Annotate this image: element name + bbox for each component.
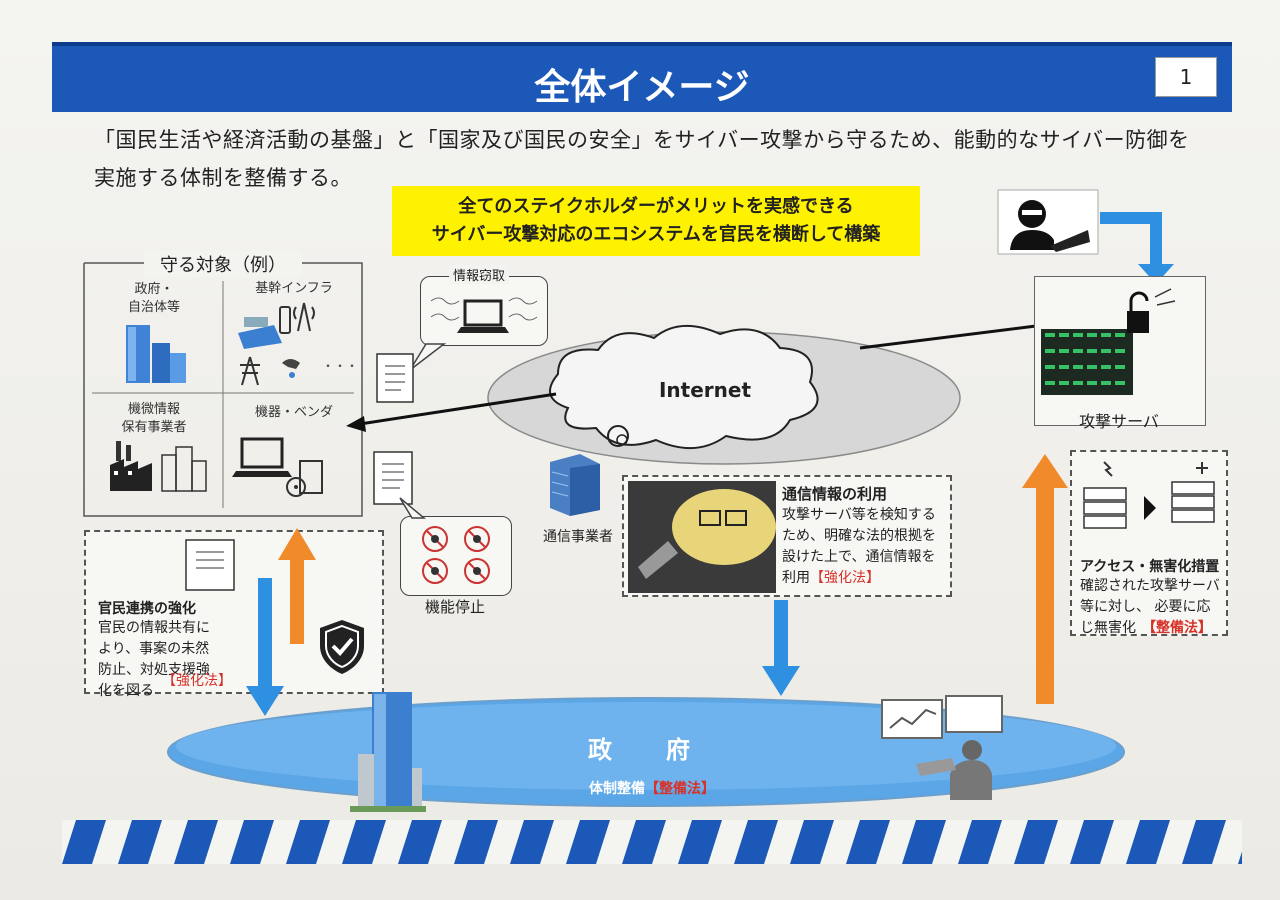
neutralize-title: アクセス・無害化措置: [1080, 559, 1220, 575]
cooperation-box: 官民連携の強化 官民の情報共有に より、事案の未然 防止、対処支援強 化を図る …: [84, 530, 384, 699]
target-devices-label: 機器・ベンダ: [254, 405, 333, 420]
internet-label: Internet: [658, 378, 752, 402]
shutdown-callout-tail: [399, 497, 427, 519]
page-title: 全体イメージ: [534, 67, 750, 108]
hacker-to-server-arrow: [1100, 212, 1174, 284]
carrier-label: 通信事業者: [543, 529, 613, 545]
target-gov-label: 政府・ 自治体等: [127, 282, 180, 315]
internet-cloud: [487, 324, 961, 465]
shield-check-icon: [320, 620, 364, 674]
theft-callout-tail: [409, 343, 447, 371]
document-icon-upper: [376, 353, 414, 403]
government-sub: 体制整備【整備法】: [582, 778, 722, 798]
government-buildings-icon: [126, 325, 186, 383]
government-building-icon: [350, 692, 426, 812]
target-sensitive-label: 機微情報 保有事業者: [121, 402, 187, 435]
neutralize-box: アクセス・無害化措置 確認された攻撃サーバ 等に対し、 必要に応 じ無害化 【整…: [1070, 450, 1228, 636]
carrier-building-icon: [550, 454, 600, 516]
neutralize-body: 確認された攻撃サーバ 等に対し、 必要に応 じ無害化: [1080, 578, 1220, 636]
devices-icon: [232, 437, 323, 497]
server-rack-lock-icon: [1041, 288, 1176, 395]
analyst-monitors-icon: [881, 695, 1003, 800]
target-infra-more: ・・・: [322, 359, 359, 373]
cooperation-title: 官民連携の強化: [98, 601, 196, 617]
attack-server-label: 攻撃サーバ: [1079, 412, 1159, 431]
banner-line-2: サイバー攻撃対応のエコシステムを官民を横断して構築: [431, 224, 881, 245]
neutralize-servers-icon: [1083, 461, 1215, 529]
neutralize-law: 【整備法】: [1142, 620, 1212, 636]
comm-info-box: 通信情報の利用 攻撃サーバ等を検知する ため、明確な法的根拠を 設けた上で、通信…: [622, 475, 952, 597]
targets-heading: 守る対象（例）: [144, 251, 302, 277]
factory-icon: [110, 441, 207, 492]
intro-line-1: 「国民生活や経済活動の基盤」と「国家及び国民の安全」をサイバー攻撃から守るため、…: [94, 128, 1190, 152]
prohibited-icons: [422, 526, 490, 584]
info-theft-callout: 情報窃取: [420, 265, 548, 346]
hazard-stripe: [62, 820, 1242, 864]
document-icon-lower: [373, 451, 413, 505]
hacker-icon: [997, 189, 1099, 255]
surveillance-camera-icon: [628, 481, 776, 593]
intro-line-2: 実施する体制を整備する。: [94, 166, 352, 190]
comm-info-body: 攻撃サーバ等を検知する ため、明確な法的根拠を 設けた上で、通信情報を 利用: [782, 507, 936, 586]
info-theft-label: 情報窃取: [449, 265, 510, 284]
target-infra-label: 基幹インフラ: [255, 281, 333, 296]
title-bar: 全体イメージ: [52, 42, 1232, 112]
attack-server-panel: [1034, 276, 1206, 426]
banner-line-1: 全てのステイクホルダーがメリットを実感できる: [458, 196, 854, 217]
government-sub-law: 【整備法】: [645, 781, 715, 797]
shutdown-callout: [400, 516, 512, 596]
government-label: 政 府: [588, 736, 692, 764]
comm-info-law: 【強化法】: [810, 570, 880, 586]
laptop-icon: [430, 297, 538, 333]
infrastructure-icons: [238, 302, 315, 386]
protected-targets-panel: 守る対象（例） 政府・ 自治体等 基幹インフラ ・・・ 機微情報 保有事業者 機…: [83, 251, 363, 517]
ecosystem-banner: 全てのステイクホルダーがメリットを実感できる サイバー攻撃対応のエコシステムを官…: [392, 186, 920, 256]
cooperation-law: 【強化法】: [162, 673, 232, 689]
government-sub-text: 体制整備: [589, 781, 645, 797]
shutdown-label: 機能停止: [424, 598, 485, 616]
page-number: 1: [1155, 57, 1217, 97]
report-document-icon: [185, 539, 235, 591]
cooperation-body: 官民の情報共有に より、事案の未然 防止、対処支援強 化を図る: [98, 620, 210, 699]
comm-info-title: 通信情報の利用: [782, 485, 888, 503]
targets-frame: [83, 262, 363, 517]
